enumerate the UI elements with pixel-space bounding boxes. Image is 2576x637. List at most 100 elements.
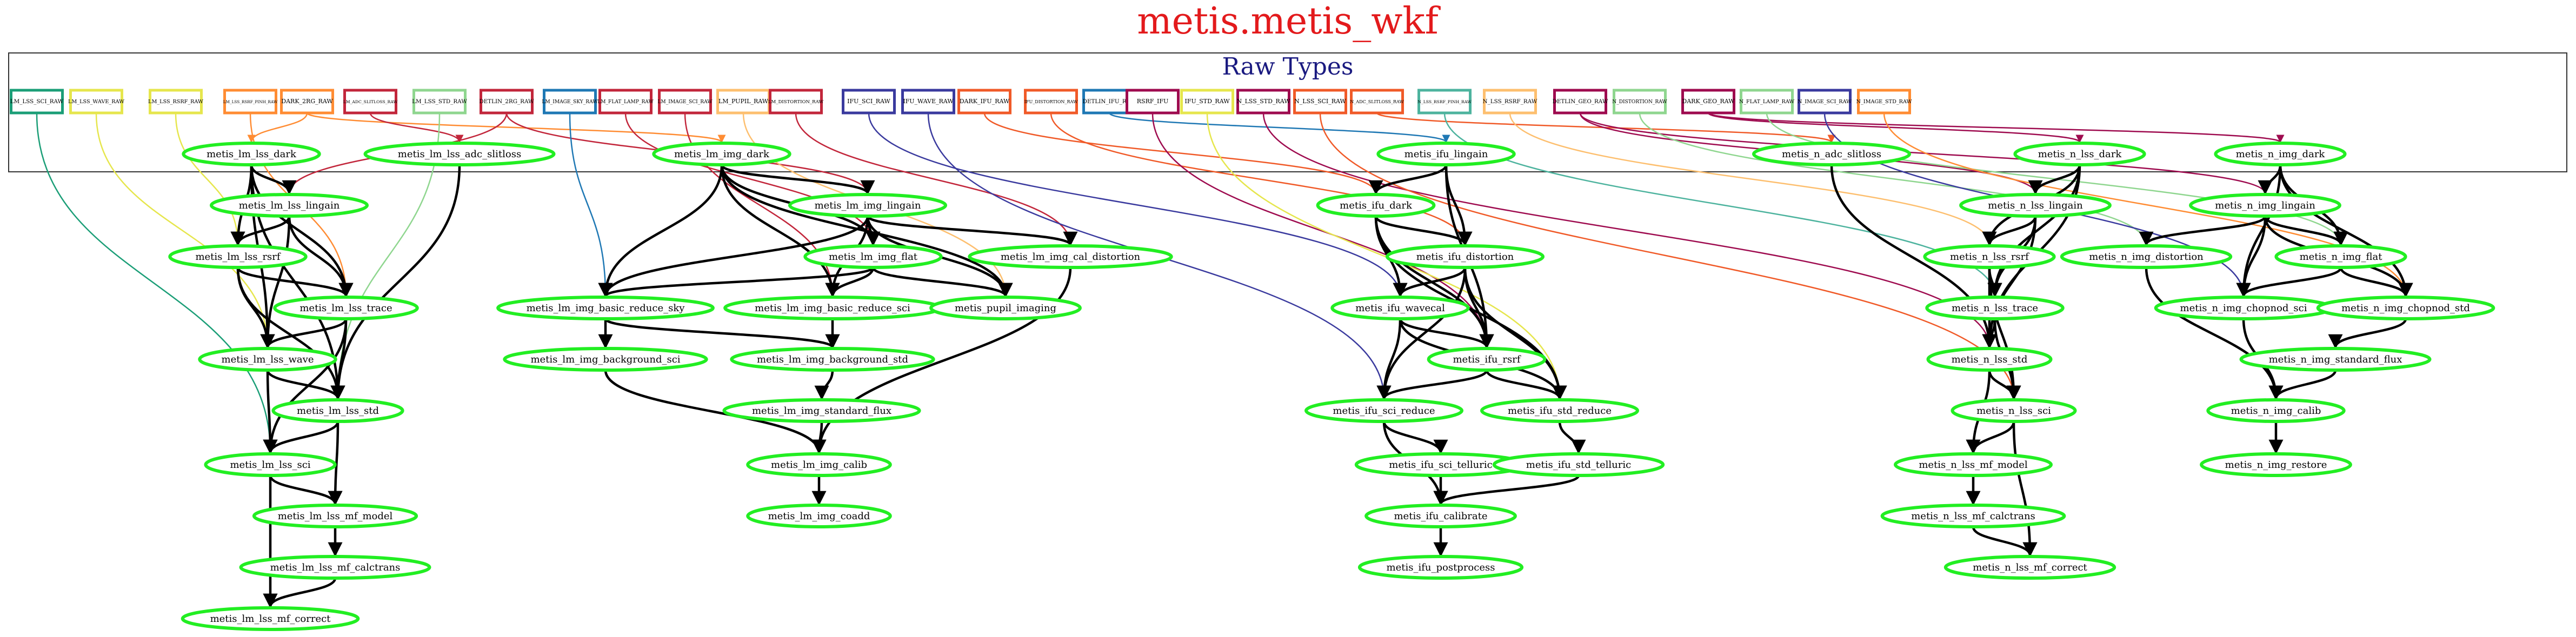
edge-n-lssrsrf-to-n-lsssci bbox=[1988, 267, 2021, 400]
recipe-node-img-dark: metis_lm_img_dark bbox=[652, 142, 791, 166]
edge-img-lingain-to-img-caldist bbox=[866, 215, 1078, 246]
recipe-label: metis_lm_img_flat bbox=[829, 251, 918, 263]
edge-lss-rsrf-to-lss-trace bbox=[236, 267, 354, 298]
edge-ifu-rsrf-to-ifu-stdred bbox=[1485, 370, 1567, 400]
recipe-label: metis_lm_img_calib bbox=[771, 459, 867, 471]
recipe-node-n-chopstd: metis_n_img_chopnod_std bbox=[2316, 296, 2495, 320]
edge-lss-lingain-to-lss-rsrf bbox=[230, 216, 291, 246]
raw-type-label: LM_LSS_SCI_RAW bbox=[10, 98, 64, 105]
recipe-node-n-imgdist: metis_n_img_distortion bbox=[2060, 244, 2233, 269]
edge-r26-to-n-imglingain bbox=[1579, 112, 2269, 195]
edge-r22-to-n-lsssci bbox=[1319, 112, 2018, 400]
edge-lss-trace-to-lss-wave bbox=[260, 318, 348, 349]
raw-type-label: N_IMAGE_SCI_RAW bbox=[1798, 99, 1852, 105]
recipe-label: metis_ifu_sci_reduce bbox=[1333, 405, 1435, 417]
edge-img-brsky-to-img-bgstd bbox=[604, 318, 840, 349]
recipe-label: metis_ifu_lingain bbox=[1405, 149, 1488, 160]
edge-n-mfcalc-to-n-mfcorr bbox=[1972, 526, 2038, 557]
edge-n-lsslingain-to-n-lssrsrf bbox=[1982, 216, 2037, 246]
raw-type-label: LM_LSS_STD_RAW bbox=[412, 98, 467, 105]
raw-type-label: LM_LSS_WAVE_RAW bbox=[68, 99, 124, 105]
recipe-node-n-lsslingain: metis_n_lss_lingain bbox=[1959, 193, 2112, 218]
edge-r5-to-lss-dark bbox=[247, 112, 308, 143]
edge-n-lsslingain-to-n-lssstd bbox=[1982, 216, 2037, 349]
recipe-label: metis_ifu_calibrate bbox=[1394, 511, 1487, 522]
edge-ifu-dist-to-ifu-wavecal bbox=[1393, 267, 1467, 298]
recipe-label: metis_lm_img_basic_reduce_sky bbox=[527, 303, 685, 314]
edge-lss-adc-to-lss-std bbox=[330, 164, 461, 400]
recipe-node-ifu-wavecal: metis_ifu_wavecal bbox=[1330, 296, 1470, 320]
raw-types-cluster bbox=[8, 52, 2567, 172]
edge-n-imgdark-to-n-chopsci bbox=[2236, 164, 2282, 298]
edge-r9-to-img-brsky bbox=[569, 112, 610, 297]
recipe-node-img-sflux: metis_lm_img_standard_flux bbox=[722, 398, 921, 423]
edge-n-imglingain-to-n-imgdist bbox=[2139, 216, 2267, 246]
edge-r1-to-lss-sci bbox=[36, 112, 275, 454]
recipe-node-lss-mfmodel: metis_lm_lss_mf_model bbox=[252, 504, 418, 528]
recipe-label: metis_n_img_restore bbox=[2225, 459, 2327, 471]
edge-img-dark-to-img-brsky bbox=[598, 164, 723, 298]
raw-type-lm-pupil-raw: LM_PUPIL_RAW bbox=[716, 89, 770, 115]
raw-types-layer: LM_LSS_SCI_RAW LM_LSS_WAVE_RAW LM_LSS_RSRF… bbox=[10, 89, 1912, 115]
recipe-label: metis_n_adc_slitloss bbox=[1782, 149, 1881, 160]
raw-type-lm-flat-lamp-raw: LM_FLAT_LAMP_RAW bbox=[597, 89, 654, 115]
edge-r14-to-ifu-wavecal bbox=[868, 112, 1405, 297]
raw-type-lm-lss-sci-raw: LM_LSS_SCI_RAW bbox=[10, 89, 64, 115]
edge-n-lssdark-to-n-lsslingain bbox=[2028, 164, 2081, 195]
raw-type-dark-ifu-raw: DARK_IFU_RAW bbox=[957, 89, 1011, 115]
edge-r3-to-lss-rsrf bbox=[175, 112, 242, 246]
edges-layer bbox=[36, 112, 2413, 608]
recipe-node-lss-wave: metis_lm_lss_wave bbox=[198, 347, 337, 372]
recipe-label: metis_ifu_std_telluric bbox=[1526, 459, 1631, 471]
recipe-node-lss-mfcorr: metis_lm_lss_mf_correct bbox=[181, 606, 360, 631]
edge-lss-dark-to-lss-lingain bbox=[250, 164, 297, 195]
recipe-node-lss-dark: metis_lm_lss_dark bbox=[182, 142, 321, 166]
raw-type-label: LM_LSS_RSRF_PINH_RAW bbox=[223, 99, 278, 104]
raw-type-label: N_FLAT_LAMP_RAW bbox=[1739, 99, 1795, 105]
edge-n-imglingain-to-n-imgflat bbox=[2264, 216, 2348, 246]
edge-n-lsssci-to-n-mfcorr bbox=[2012, 421, 2038, 557]
recipe-node-n-lssstd: metis_n_lss_std bbox=[1926, 347, 2053, 372]
edge-r19-to-ifu-rsrf bbox=[1151, 112, 1491, 348]
recipe-node-ifu-stdred: metis_ifu_std_reduce bbox=[1480, 398, 1639, 423]
raw-type-label: LM_IMAGE_SCI_RAW bbox=[657, 99, 713, 105]
raw-type-detlin-2rg-raw: DETLIN_2RG_RAW bbox=[479, 89, 534, 115]
edge-img-flat-to-img-brsky bbox=[598, 266, 875, 298]
recipe-node-img-brsci: metis_lm_img_basic_reduce_sci bbox=[723, 296, 942, 320]
edge-lss-wave-to-lss-sci bbox=[263, 370, 278, 454]
raw-type-n-flat-lamp-raw: N_FLAT_LAMP_RAW bbox=[1739, 89, 1795, 115]
edge-ifu-scired-to-ifu-scitell bbox=[1382, 421, 1448, 454]
raw-type-lm-distortion-raw: LM_DISTORTION_RAW bbox=[768, 89, 823, 115]
edge-lss-std-to-lss-sci bbox=[263, 421, 340, 454]
recipe-label: metis_n_img_chopnod_std bbox=[2341, 303, 2470, 314]
recipe-label: metis_lm_lss_rsrf bbox=[195, 251, 281, 263]
edge-r25-to-n-lssrsrf bbox=[1509, 112, 1994, 246]
recipe-label: metis_lm_img_background_std bbox=[757, 354, 908, 365]
edge-r18-to-ifu-lingain bbox=[1108, 112, 1450, 143]
recipe-node-img-coadd: metis_lm_img_coadd bbox=[746, 504, 892, 528]
recipe-node-n-imgcalib: metis_n_img_calib bbox=[2206, 398, 2346, 423]
raw-type-label: DARK_IFU_RAW bbox=[960, 98, 1010, 105]
recipe-label: metis_n_img_dark bbox=[2236, 149, 2326, 160]
recipe-node-n-lssrsrf: metis_n_lss_rsrf bbox=[1923, 244, 2056, 269]
recipe-label: metis_lm_lss_adc_slitloss bbox=[398, 149, 521, 160]
recipe-node-n-imgdark: metis_n_img_dark bbox=[2214, 142, 2347, 166]
raw-type-ifu-distortion-raw: IFU_DISTORTION_RAW bbox=[1024, 89, 1078, 115]
edge-lss-lingain-to-lss-trace bbox=[288, 216, 354, 298]
raw-type-dark-2rg-raw: DARK_2RG_RAW bbox=[280, 89, 334, 115]
raw-type-ifu-sci-raw: IFU_SCI_RAW bbox=[842, 89, 896, 115]
edge-lss-sci-to-lss-mfmodel bbox=[269, 475, 343, 506]
recipe-label: metis_lm_img_dark bbox=[674, 149, 770, 160]
recipe-label: metis_n_img_chopnod_sci bbox=[2180, 303, 2307, 314]
recipe-node-lss-sci: metis_lm_lss_sci bbox=[204, 452, 337, 477]
edge-img-lingain-to-img-brsky bbox=[598, 216, 869, 298]
edge-r17-to-ifu-dist bbox=[1050, 112, 1469, 246]
recipe-node-lss-rsrf: metis_lm_lss_rsrf bbox=[168, 244, 308, 269]
recipe-label: metis_n_lss_sci bbox=[1976, 405, 2051, 417]
raw-type-lm-lss-wave-raw: LM_LSS_WAVE_RAW bbox=[68, 89, 124, 115]
raw-type-lm-lss-std-raw: LM_LSS_STD_RAW bbox=[412, 89, 467, 115]
recipe-node-n-imgflat: metis_n_img_flat bbox=[2274, 244, 2407, 269]
raw-type-label: N_ADC_SLITLOSS_RAW bbox=[1350, 99, 1404, 104]
edge-ifu-dist-to-ifu-stdred bbox=[1463, 267, 1567, 400]
